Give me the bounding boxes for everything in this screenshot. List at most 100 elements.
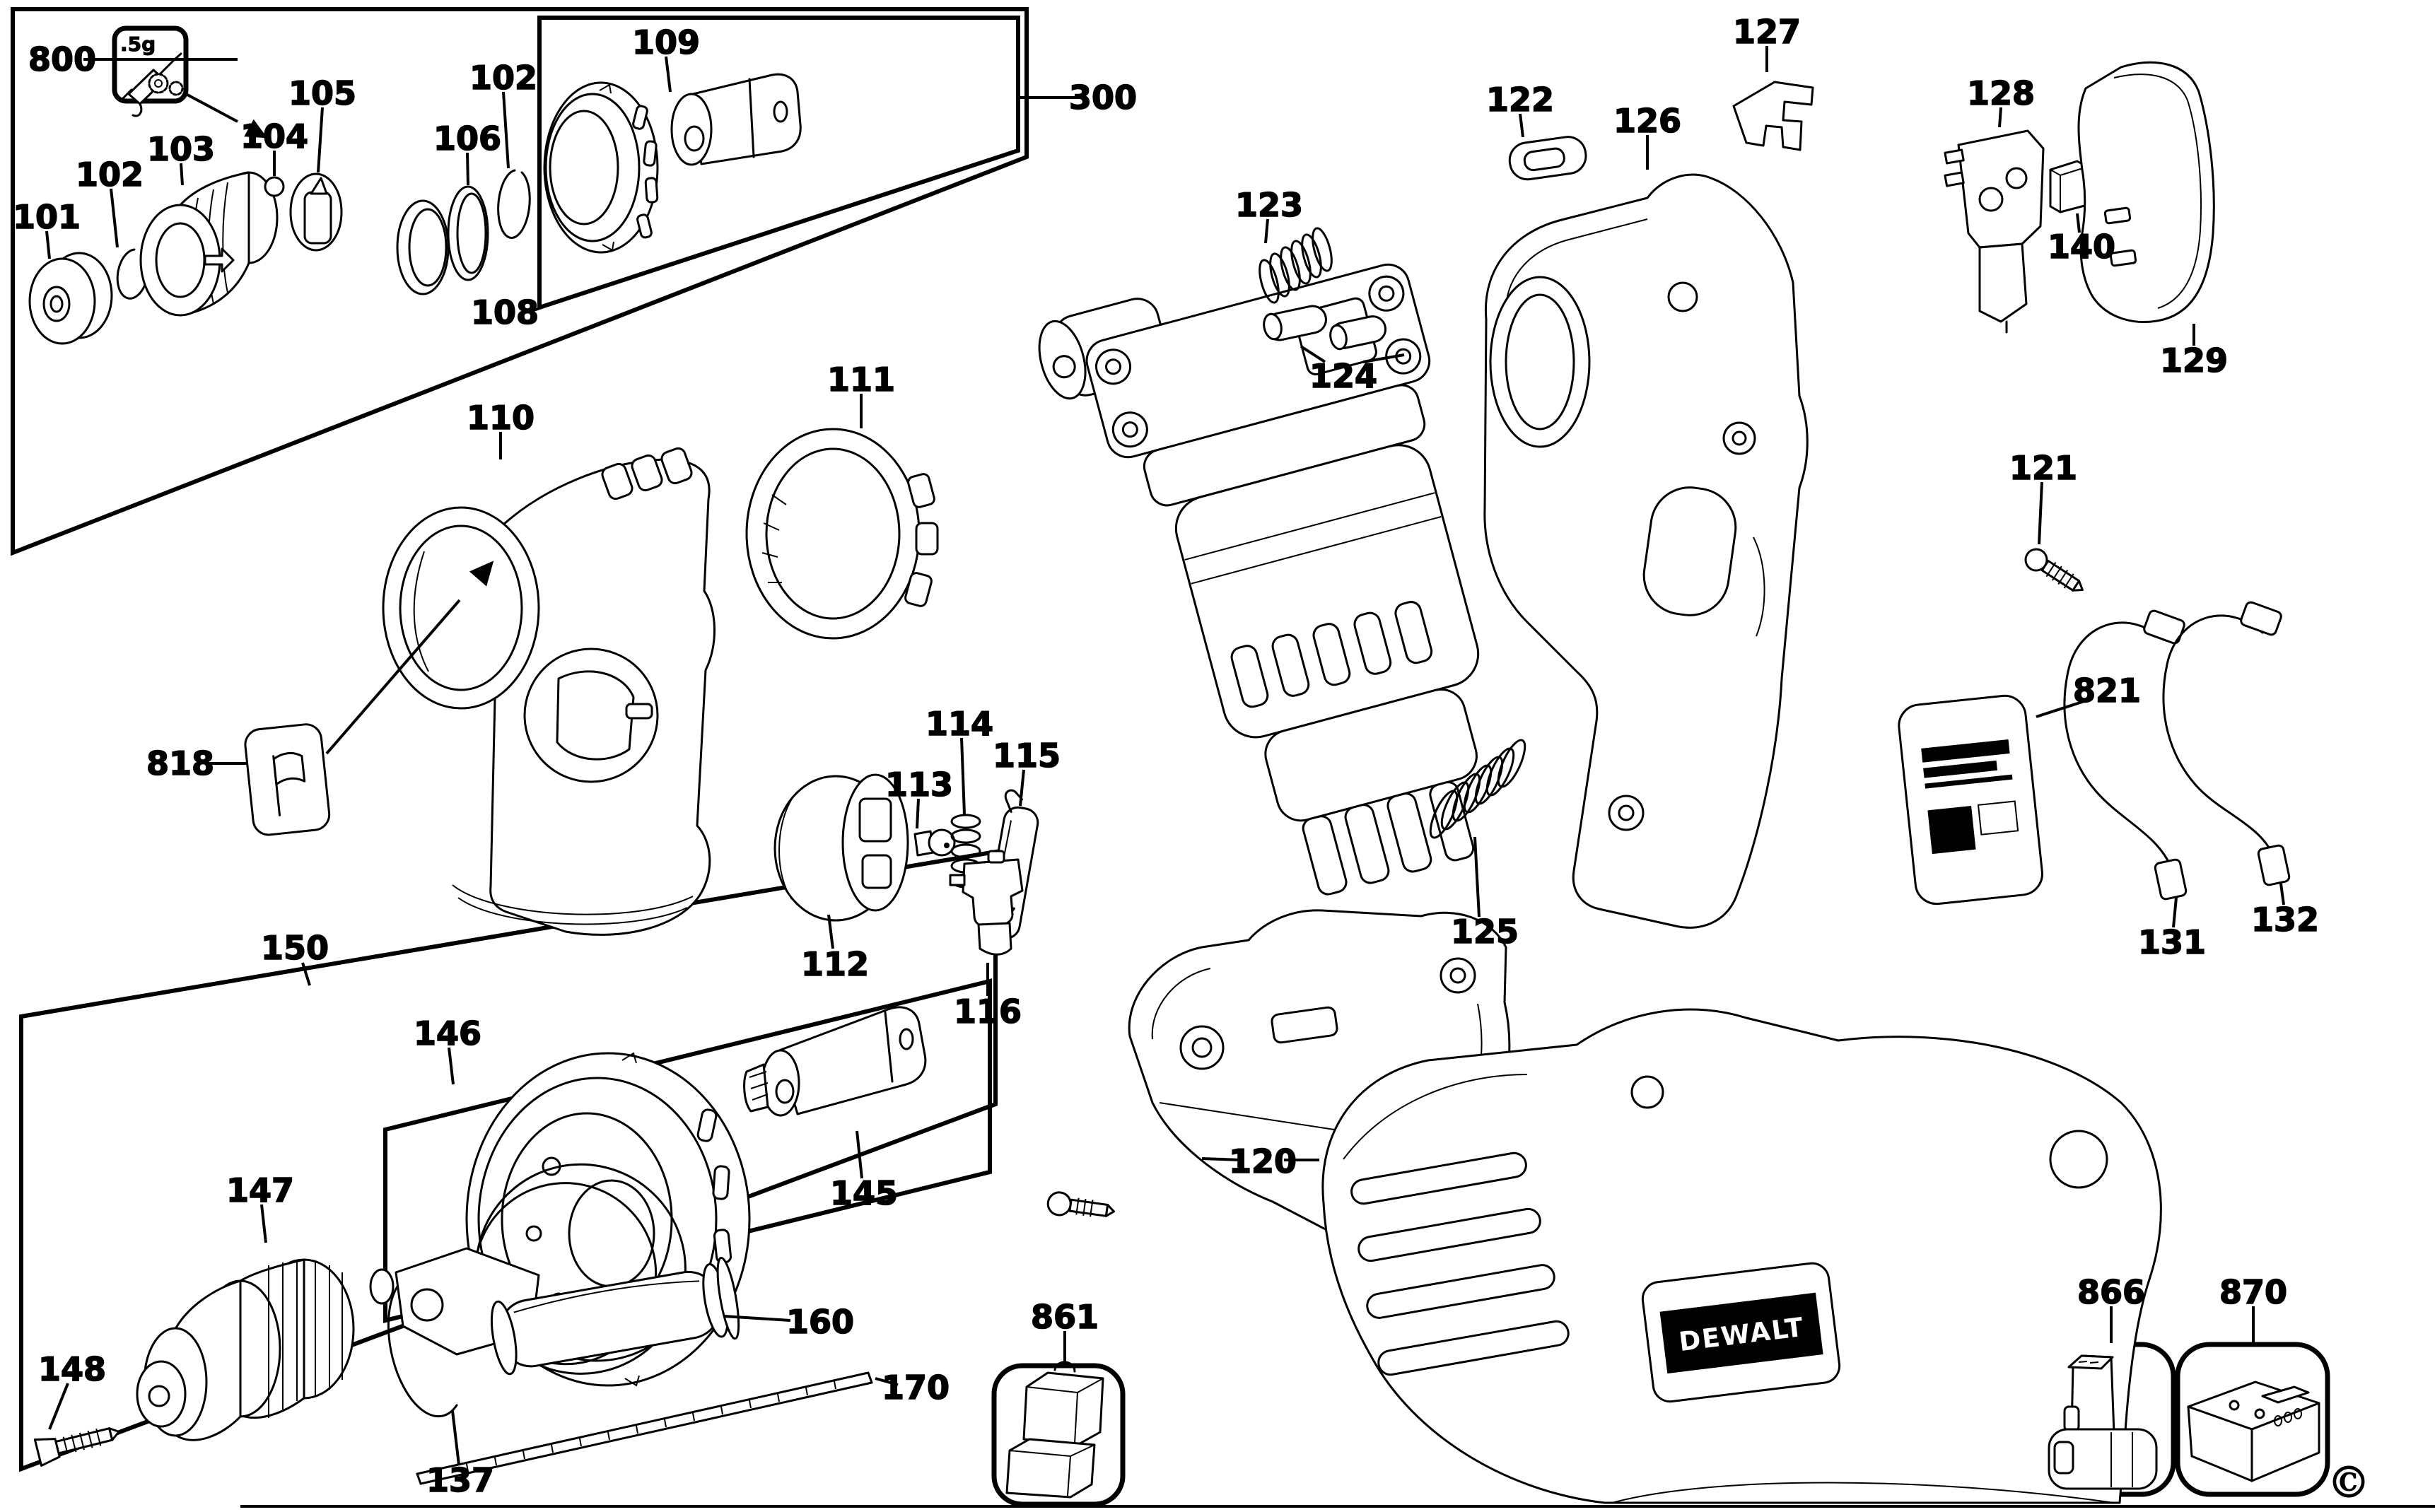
leader-line-113 bbox=[916, 798, 920, 829]
part-116-detent-plunger bbox=[949, 850, 1024, 956]
part-129-housing-cover bbox=[2077, 61, 2215, 323]
part-label-112: 112 bbox=[801, 945, 869, 983]
part-110-gear-housing bbox=[382, 447, 716, 936]
part-106-cup-washer bbox=[447, 185, 489, 281]
gear-icon bbox=[148, 73, 184, 96]
part-123-spring bbox=[1259, 227, 1333, 304]
leader-line-102-b bbox=[502, 91, 510, 169]
part-label-128: 128 bbox=[1967, 74, 2035, 112]
part-label-146: 146 bbox=[414, 1014, 481, 1053]
part-label-160: 160 bbox=[786, 1303, 854, 1341]
part-label-123: 123 bbox=[1235, 186, 1303, 224]
part-label-150: 150 bbox=[261, 929, 329, 967]
leader-line-108 bbox=[525, 307, 539, 314]
leader-line-147 bbox=[260, 1204, 267, 1243]
part-label-131: 131 bbox=[2138, 923, 2206, 961]
part-132-lead-wire bbox=[2162, 601, 2291, 886]
part-label-170: 170 bbox=[882, 1369, 950, 1407]
part-housing-screw bbox=[1046, 1191, 1115, 1217]
leader-line-125 bbox=[1473, 836, 1481, 918]
leader-line-132 bbox=[2279, 883, 2285, 906]
part-121-screw bbox=[2024, 548, 2084, 592]
part-821-nameplate bbox=[1898, 694, 2043, 906]
part-109-adapter bbox=[670, 73, 802, 166]
part-126-handle-housing bbox=[1483, 173, 1809, 929]
part-label-109: 109 bbox=[632, 23, 700, 61]
part-148-screw bbox=[33, 1427, 120, 1467]
part-label-102-b: 102 bbox=[469, 59, 537, 97]
grease-arrow-shaft bbox=[187, 93, 238, 123]
part-label-147: 147 bbox=[226, 1171, 294, 1209]
part-120-motor-housing-half: DEWALT bbox=[1321, 1008, 2162, 1504]
part-113-pin bbox=[913, 828, 956, 857]
leader-line-123 bbox=[1264, 218, 1269, 244]
part-label-120: 120 bbox=[1229, 1142, 1297, 1180]
leader-line-821 bbox=[2036, 700, 2085, 718]
part-102b-retaining-ring bbox=[497, 169, 531, 239]
kit-box-861-frame bbox=[991, 1363, 1126, 1507]
grease-note-content: .5g bbox=[120, 33, 268, 139]
part-label-115: 115 bbox=[993, 737, 1061, 775]
part-spindle-lock-cam bbox=[396, 199, 450, 295]
leader-line-131 bbox=[2172, 897, 2178, 928]
leader-line-124 bbox=[1362, 353, 1405, 363]
part-124-pins bbox=[1263, 305, 1387, 351]
part-160-side-handle bbox=[369, 1163, 740, 1376]
part-112-clutch-knob bbox=[773, 773, 909, 922]
part-clutch-dial-300 bbox=[543, 81, 659, 254]
copyright-mark: © bbox=[2327, 1457, 2371, 1508]
leader-line-103 bbox=[180, 163, 184, 186]
assembly-arrow-110 bbox=[325, 561, 494, 755]
leader-line-160 bbox=[723, 1315, 791, 1322]
part-125-spring bbox=[1429, 739, 1526, 839]
leader-line-137 bbox=[451, 1410, 460, 1465]
part-127-bracket bbox=[1732, 81, 1814, 151]
part-145-adapter bbox=[743, 1006, 927, 1117]
part-label-145: 145 bbox=[830, 1174, 898, 1212]
leader-line-102-a bbox=[110, 188, 119, 248]
part-label-870: 870 bbox=[2219, 1273, 2287, 1311]
group-box-100 bbox=[11, 7, 1029, 556]
part-label-127: 127 bbox=[1733, 13, 1801, 51]
leader-line-112 bbox=[827, 914, 834, 949]
leader-line-148 bbox=[48, 1383, 69, 1430]
part-170-depth-rod bbox=[416, 1371, 873, 1485]
part-label-300: 300 bbox=[1069, 78, 1137, 117]
part-label-108: 108 bbox=[471, 293, 539, 332]
part-866-battery-pack bbox=[2048, 1354, 2158, 1490]
part-label-122: 122 bbox=[1486, 81, 1554, 119]
part-122-release-button bbox=[1508, 136, 1587, 181]
grease-quantity-note: .5g bbox=[120, 33, 156, 56]
leader-lines-layer bbox=[45, 46, 2285, 1465]
part-label-106: 106 bbox=[433, 119, 501, 158]
leader-line-146 bbox=[448, 1047, 455, 1085]
part-101-washer bbox=[28, 252, 113, 345]
group-box-146 bbox=[383, 978, 992, 1323]
part-label-104: 104 bbox=[240, 117, 308, 156]
part-label-866: 866 bbox=[2077, 1273, 2145, 1311]
leader-line-122 bbox=[1519, 113, 1524, 138]
leader-line-101 bbox=[45, 230, 51, 259]
part-label-126: 126 bbox=[1613, 102, 1681, 140]
part-label-111: 111 bbox=[827, 361, 895, 399]
part-label-113: 113 bbox=[885, 766, 953, 804]
part-114-spring bbox=[950, 814, 981, 889]
part-label-114: 114 bbox=[925, 705, 993, 743]
leader-line-114 bbox=[960, 737, 966, 815]
part-label-861: 861 bbox=[1031, 1298, 1099, 1336]
part-147-chuck bbox=[136, 1258, 355, 1441]
part-label-102-a: 102 bbox=[76, 156, 144, 194]
part-label-821: 821 bbox=[2073, 672, 2141, 710]
part-label-132: 132 bbox=[2251, 901, 2319, 939]
leader-line-124 bbox=[1300, 345, 1326, 363]
leader-line-145 bbox=[856, 1130, 863, 1179]
brand-logo-plate: DEWALT bbox=[1641, 1262, 1841, 1403]
leader-line-140 bbox=[2076, 213, 2081, 233]
part-label-818: 818 bbox=[146, 744, 214, 783]
leader-line-109 bbox=[665, 56, 672, 93]
leader-line-121 bbox=[2038, 481, 2043, 545]
part-128-switch bbox=[1944, 129, 2045, 334]
part-103-nose-collar bbox=[139, 171, 279, 317]
